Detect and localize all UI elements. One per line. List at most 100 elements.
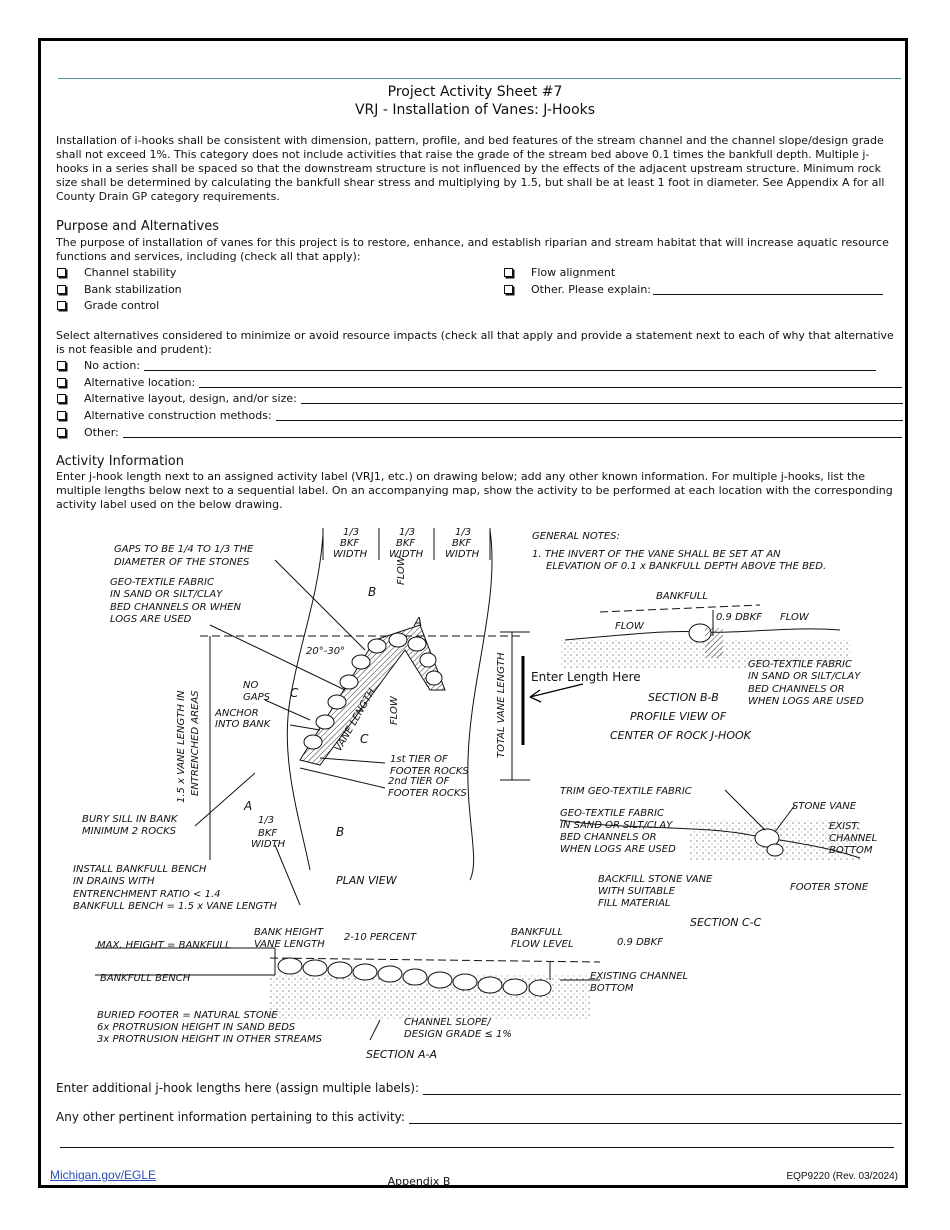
- checkbox-label: Channel stability: [84, 266, 177, 279]
- bury-1: BURY SILL IN BANK: [82, 814, 179, 825]
- page-border: [38, 38, 908, 1188]
- geo-note-1: GEO-TEXTILE FABRIC: [110, 577, 214, 588]
- additional-lengths-field[interactable]: Enter additional j-hook lengths here (as…: [56, 1081, 902, 1095]
- stone-vane: STONE VANE: [792, 801, 857, 812]
- length-arrow: [529, 683, 584, 698]
- bkf-col1-width: WIDTH: [333, 549, 368, 560]
- checkbox-other-purpose[interactable]: Other. Please explain:: [504, 283, 884, 297]
- checkbox-box[interactable]: [57, 301, 66, 310]
- enter-length-label[interactable]: Enter Length Here: [531, 670, 641, 684]
- bkf-plan-width: WIDTH: [251, 839, 286, 850]
- bench-4: BANKFULL BENCH = 1.5 x VANE LENGTH: [73, 901, 277, 912]
- bankfull-flow-1: BANKFULL: [511, 927, 563, 938]
- other-purpose-input[interactable]: [653, 283, 884, 295]
- checkbox-grade-control[interactable]: Grade control: [57, 299, 159, 313]
- trim-note: TRIM GEO-TEXTILE FABRIC: [560, 786, 692, 797]
- additional-lengths-input[interactable]: [423, 1082, 902, 1095]
- bench-1: INSTALL BANKFULL BENCH: [73, 864, 207, 875]
- checkbox-alt-construction[interactable]: Alternative construction methods:: [57, 409, 903, 423]
- gaps-note-2: DIAMETER OF THE STONES: [114, 557, 250, 568]
- j-hook-drawing: Enter Length Here GENERAL NOTES: 1. THE …: [73, 527, 877, 1061]
- checkbox-box[interactable]: [57, 411, 66, 420]
- no-action-input[interactable]: [144, 359, 877, 371]
- checkbox-alt-location[interactable]: Alternative location:: [57, 376, 903, 390]
- existing-1: EXISTING CHANNEL: [590, 971, 688, 982]
- bury-2: MINIMUM 2 ROCKS: [82, 826, 177, 837]
- checkbox-box[interactable]: [57, 285, 66, 294]
- general-note-1a: 1. THE INVERT OF THE VANE SHALL BE SET A…: [532, 549, 781, 560]
- bkf-col3-frac: 1/3: [455, 527, 471, 538]
- geo-bb-3: BED CHANNELS OR: [748, 684, 845, 695]
- flow-bb-left: FLOW: [615, 621, 645, 632]
- no-gaps-2: GAPS: [243, 692, 271, 703]
- bkf-col3-bkf: BKF: [452, 538, 471, 549]
- purpose-text: The purpose of installation of vanes for…: [56, 236, 889, 263]
- backfill-3: FILL MATERIAL: [598, 898, 671, 909]
- bkf-col2-frac: 1/3: [399, 527, 415, 538]
- checkbox-box[interactable]: [57, 428, 66, 437]
- bankfull-bb: BANKFULL: [656, 591, 708, 602]
- alt-other-input[interactable]: [122, 426, 902, 438]
- section-bb: SECTION B-B: [648, 691, 719, 704]
- additional-lengths-label: Enter additional j-hook lengths here (as…: [56, 1081, 420, 1095]
- alt-location-input[interactable]: [199, 376, 903, 388]
- other-info-input[interactable]: [408, 1111, 902, 1124]
- alt-construction-input[interactable]: [275, 409, 903, 421]
- exist-2: CHANNEL: [829, 833, 877, 844]
- bkf-col2-bkf: BKF: [396, 538, 415, 549]
- checkbox-box[interactable]: [504, 268, 513, 277]
- checkbox-box[interactable]: [57, 378, 66, 387]
- right-bank-line: [467, 529, 493, 881]
- bank-height: BANK HEIGHT: [254, 927, 324, 938]
- checkbox-alt-other[interactable]: Other:: [57, 426, 902, 440]
- flow-plan-top: FLOW: [396, 555, 407, 585]
- checkbox-alt-layout[interactable]: Alternative layout, design, and/or size:: [57, 392, 903, 406]
- appendix-label: Appendix B: [387, 1175, 451, 1188]
- checkbox-label: Other:: [84, 426, 119, 439]
- checkbox-channel-stability[interactable]: Channel stability: [57, 266, 176, 280]
- other-info-field[interactable]: Any other pertinent information pertaini…: [56, 1110, 902, 1124]
- bkf-plan-frac: 1/3: [258, 815, 274, 826]
- no-gaps-1: NO: [243, 680, 258, 691]
- footer-stone: FOOTER STONE: [790, 882, 869, 893]
- bankfull-flow-2: FLOW LEVEL: [511, 939, 574, 950]
- other-info-input-line-2[interactable]: [60, 1147, 894, 1148]
- checkbox-box[interactable]: [57, 394, 66, 403]
- tier2-1: 2nd TIER OF: [388, 776, 450, 787]
- checkbox-label: Alternative location:: [84, 376, 196, 389]
- geo-note-2: IN SAND OR SILT/CLAY: [110, 589, 223, 600]
- checkbox-label: Other. Please explain:: [531, 283, 652, 296]
- checkbox-bank-stabilization[interactable]: Bank stabilization: [57, 283, 182, 297]
- checkbox-box[interactable]: [57, 361, 66, 370]
- label-b-bottom: B: [336, 825, 344, 839]
- checkbox-label: Grade control: [84, 299, 160, 312]
- section-cc: SECTION C-C: [690, 916, 762, 929]
- other-info-label: Any other pertinent information pertaini…: [56, 1110, 405, 1124]
- total-vane-length: TOTAL VANE LENGTH: [496, 652, 507, 758]
- geo-cc-3: BED CHANNELS OR: [560, 832, 657, 843]
- sheet-subtitle: VRJ - Installation of Vanes: J-Hooks: [354, 102, 596, 118]
- checkbox-no-action[interactable]: No action:: [57, 359, 877, 373]
- alt-layout-input[interactable]: [300, 392, 903, 404]
- geo-cc-4: WHEN LOGS ARE USED: [560, 844, 676, 855]
- profile-1: PROFILE VIEW OF: [630, 710, 727, 723]
- form-id: EQP9220 (Rev. 03/2024): [786, 1171, 898, 1182]
- entrenched-1: 1.5 x VANE LENGTH IN: [176, 690, 187, 803]
- backfill-1: BACKFILL STONE VANE: [598, 874, 713, 885]
- bkf-col1-frac: 1/3: [343, 527, 359, 538]
- percent: 2-10 PERCENT: [344, 932, 417, 943]
- checkbox-flow-alignment[interactable]: Flow alignment: [504, 266, 615, 280]
- checkbox-box[interactable]: [57, 268, 66, 277]
- anchor-2: INTO BANK: [215, 719, 272, 730]
- bankfull-bench: BANKFULL BENCH: [100, 973, 191, 984]
- backfill-2: WITH SUITABLE: [598, 886, 676, 897]
- checkbox-box[interactable]: [504, 285, 513, 294]
- geo-cc-1: GEO-TEXTILE FABRIC: [560, 808, 664, 819]
- buried-3: 3x PROTRUSION HEIGHT IN OTHER STREAMS: [97, 1034, 323, 1045]
- geo-note-4: LOGS ARE USED: [110, 614, 192, 625]
- label-a-bottom: A: [243, 799, 252, 813]
- michigan-egle-link[interactable]: Michigan.gov/EGLE: [50, 1168, 157, 1182]
- buried-2: 6x PROTRUSION HEIGHT IN SAND BEDS: [97, 1022, 296, 1033]
- geo-bb-2: IN SAND OR SILT/CLAY: [748, 671, 861, 682]
- checkbox-label: Alternative construction methods:: [84, 409, 272, 422]
